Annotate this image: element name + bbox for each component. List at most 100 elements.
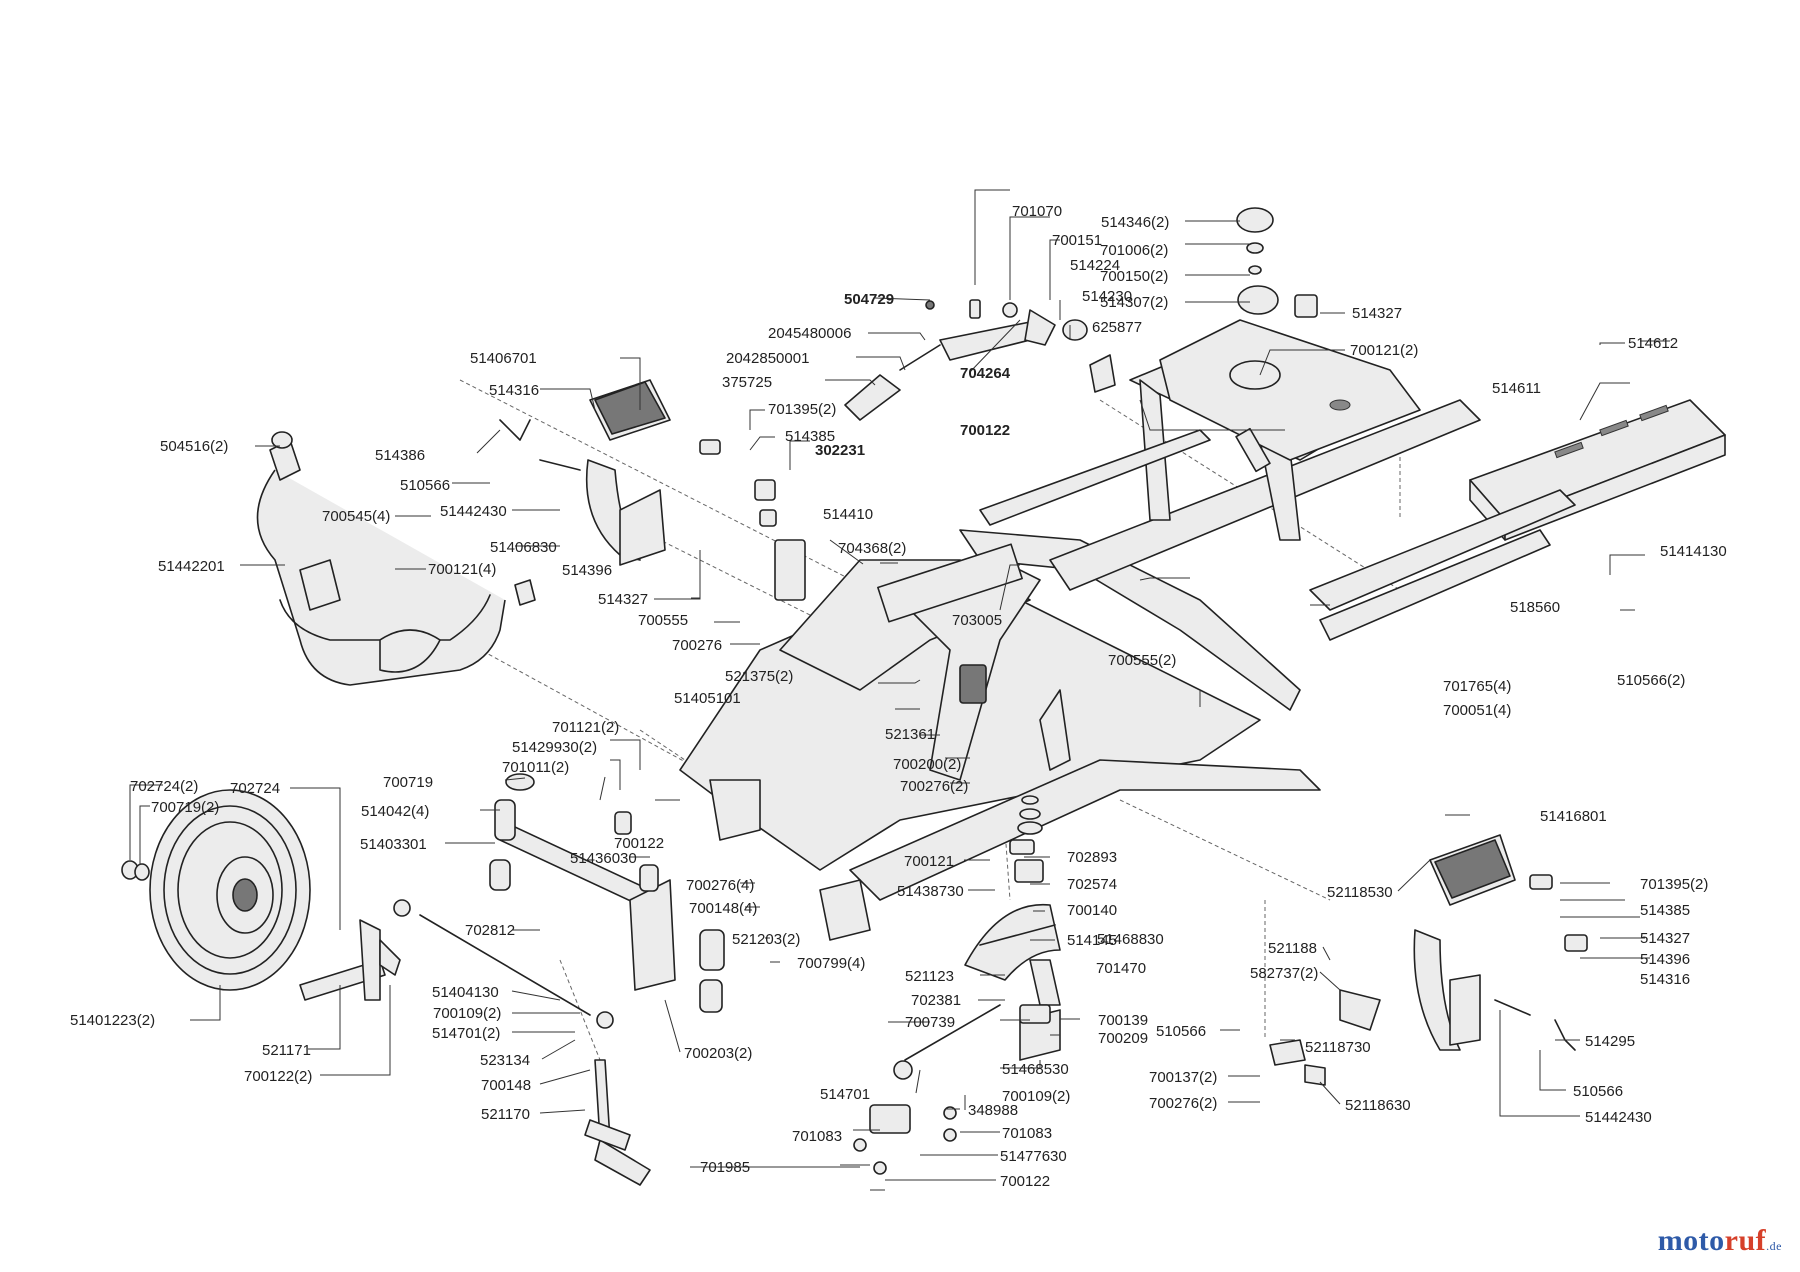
part-label: 514396 <box>1640 951 1690 968</box>
part-label: 700203(2) <box>684 1045 752 1062</box>
part-label: 700148(4) <box>689 900 757 917</box>
part-label: 700140 <box>1067 902 1117 919</box>
part-label: 702812 <box>465 922 515 939</box>
part-label: 701765(4) <box>1443 678 1511 695</box>
part-label: 701395(2) <box>768 401 836 418</box>
rear-crossbar <box>1309 489 1576 641</box>
part-label: 702574 <box>1067 876 1117 893</box>
tie-rod <box>393 899 1001 1080</box>
part-label: 514386 <box>375 447 425 464</box>
part-label: 514307(2) <box>1100 294 1168 311</box>
part-label: 700109(2) <box>1002 1088 1070 1105</box>
part-label: 700121(2) <box>1350 342 1418 359</box>
part-label: 51406830 <box>490 539 557 556</box>
watermark-tld: .de <box>1766 1239 1782 1253</box>
part-label: 700109(2) <box>433 1005 501 1022</box>
part-label: 514385 <box>1640 902 1690 919</box>
front-wheel <box>121 789 311 991</box>
part-label: 51405101 <box>674 690 741 707</box>
part-label: 701011(2) <box>502 759 569 776</box>
part-label: 582737(2) <box>1250 965 1318 982</box>
part-label: 514042(4) <box>361 803 429 820</box>
rear-carrier-plate <box>1469 399 1726 541</box>
part-label: 514145 <box>1067 932 1117 949</box>
part-label: 700122 <box>960 422 1010 439</box>
part-label: 701006(2) <box>1100 242 1168 259</box>
part-label: 514701 <box>820 1086 870 1103</box>
part-number-labels: 701070 700151 514224 514230 504729 62587… <box>70 203 1727 1190</box>
part-label: 704368(2) <box>838 540 906 557</box>
part-label: 504516(2) <box>160 438 228 455</box>
part-label: 521123 <box>905 968 954 985</box>
part-label: 702381 <box>911 992 961 1009</box>
part-label: 2045480006 <box>768 325 851 342</box>
main-chassis-frame <box>679 319 1481 941</box>
part-label: 702893 <box>1067 849 1117 866</box>
part-label: 700148 <box>481 1077 531 1094</box>
part-label: 51401223(2) <box>70 1012 155 1029</box>
front-bumper <box>256 439 536 686</box>
part-label: 51436030 <box>570 850 637 867</box>
part-label: 701083 <box>792 1128 842 1145</box>
lever-parts-top <box>844 299 1116 421</box>
leader-lines <box>129 189 1670 1191</box>
right-pedal <box>1413 834 1531 1051</box>
part-label: 700139 <box>1098 1012 1148 1029</box>
part-label: 302231 <box>815 442 865 459</box>
part-label: 51477630 <box>1000 1148 1067 1165</box>
part-label: 514385 <box>785 428 835 445</box>
part-label: 51416801 <box>1540 808 1607 825</box>
part-label: 701083 <box>1002 1125 1052 1142</box>
part-label: 510566 <box>1156 1023 1206 1040</box>
part-label: 51406701 <box>470 350 537 367</box>
part-label: 702724(2) <box>130 778 198 795</box>
front-axle <box>489 773 725 1013</box>
part-label: 514316 <box>1640 971 1690 988</box>
part-label: 700719(2) <box>151 799 219 816</box>
part-label: 700799(4) <box>797 955 865 972</box>
part-label: 514327 <box>1640 930 1690 947</box>
part-label: 514612 <box>1628 335 1678 352</box>
part-label: 700276 <box>672 637 722 654</box>
part-label: 521361 <box>885 726 935 743</box>
part-label: 51468830 <box>1097 931 1164 948</box>
part-label: 521203(2) <box>732 931 800 948</box>
part-label: 700276(4) <box>686 877 754 894</box>
part-label: 521171 <box>262 1042 311 1059</box>
part-label: 700555(2) <box>1108 652 1176 669</box>
part-label: 514327 <box>1352 305 1402 322</box>
part-label: 348988 <box>968 1102 1018 1119</box>
part-label: 514316 <box>489 382 539 399</box>
part-label: 514295 <box>1585 1033 1635 1050</box>
part-label: 51404130 <box>432 984 499 1001</box>
watermark-text-a: moto <box>1657 1224 1725 1257</box>
part-label: 51403301 <box>360 836 427 853</box>
stub-axles <box>299 919 651 1186</box>
part-label: 514346(2) <box>1101 214 1169 231</box>
part-label: 700151 <box>1052 232 1102 249</box>
motoruf-watermark-logo: motoruf.de <box>1658 1224 1782 1258</box>
part-label: 51414130 <box>1660 543 1727 560</box>
part-label: 51442430 <box>440 503 507 520</box>
part-label: 514224 <box>1070 257 1120 274</box>
part-label: 523134 <box>480 1052 530 1069</box>
part-label: 521375(2) <box>725 668 793 685</box>
part-label: 700121(4) <box>428 561 496 578</box>
part-label: 700137(2) <box>1149 1069 1217 1086</box>
part-label: 700122 <box>614 835 664 852</box>
part-label: 625877 <box>1092 319 1142 336</box>
part-label: 514396 <box>562 562 612 579</box>
part-label: 702724 <box>230 780 280 797</box>
watermark-text-b: ruf <box>1724 1224 1767 1257</box>
part-label: 52118730 <box>1305 1039 1371 1056</box>
top-right-hardware <box>1229 207 1318 390</box>
part-label: 521170 <box>481 1106 530 1123</box>
part-label: 700150(2) <box>1100 268 1168 285</box>
part-label: 514611 <box>1492 380 1541 397</box>
part-label: 52118530 <box>1327 884 1393 901</box>
part-label: 510566(2) <box>1617 672 1685 689</box>
part-label: 51438730 <box>897 883 964 900</box>
part-label: 375725 <box>722 374 772 391</box>
